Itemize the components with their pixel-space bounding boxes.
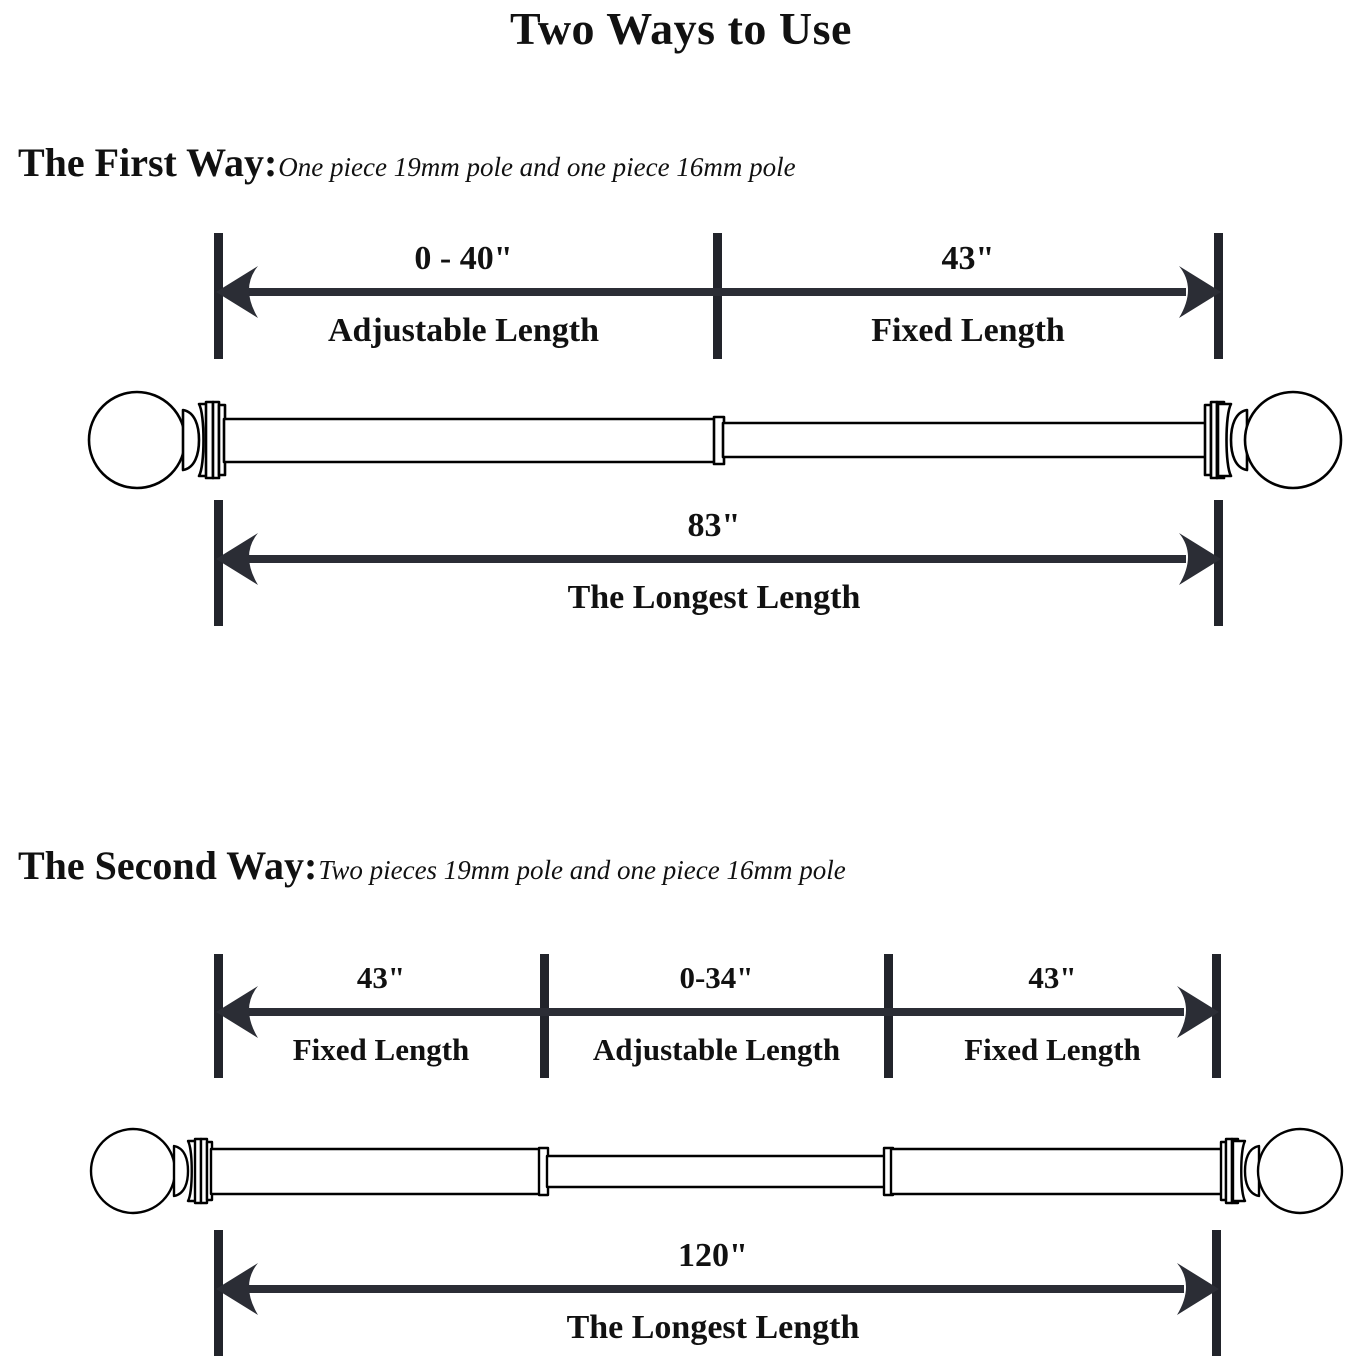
- tick-mark-icon: [1212, 1230, 1221, 1356]
- dimension-caption: Adjustable Length: [327, 312, 600, 349]
- dimension-caption: Fixed Length: [292, 1032, 470, 1067]
- curtain-rod-icon: [0, 1100, 1362, 1225]
- second-way-top-dimensions: 43" Fixed Length 0-34" Adjustable Length…: [0, 948, 1362, 1088]
- arrow-left-icon: [214, 264, 260, 320]
- tick-mark-icon: [1212, 954, 1221, 1078]
- dimension-value: 120": [678, 1237, 748, 1274]
- tick-mark-icon: [1214, 233, 1223, 359]
- tick-mark-icon: [214, 954, 223, 1078]
- dimension-line: [246, 1008, 1184, 1016]
- arrow-right-icon: [1177, 264, 1223, 320]
- first-way-total-dimension: 83" The Longest Length: [0, 490, 1362, 630]
- dimension-value: 43": [356, 960, 406, 995]
- dimension-caption: Fixed Length: [871, 312, 1065, 349]
- dimension-line: [246, 288, 1186, 296]
- dimension-caption: The Longest Length: [567, 579, 861, 616]
- dimension-caption: Fixed Length: [964, 1032, 1141, 1067]
- dimension-value: 43": [1028, 960, 1077, 995]
- arrow-right-icon: [1175, 984, 1221, 1040]
- curtain-rod-icon: [0, 370, 1362, 515]
- arrow-left-icon: [214, 531, 260, 587]
- tick-mark-icon: [884, 954, 893, 1078]
- dimension-caption: The Longest Length: [566, 1309, 860, 1346]
- tick-mark-icon: [214, 1230, 223, 1356]
- arrow-left-icon: [214, 1261, 260, 1317]
- second-way-total-dimension: 120" The Longest Length: [0, 1228, 1362, 1368]
- tick-mark-icon: [214, 500, 223, 626]
- tick-mark-icon: [713, 233, 722, 359]
- arrow-left-icon: [214, 984, 260, 1040]
- tick-mark-icon: [1214, 500, 1223, 626]
- second-way-description: Two pieces 19mm pole and one piece 16mm …: [318, 855, 846, 885]
- tick-mark-icon: [540, 954, 549, 1078]
- dimension-line: [246, 555, 1186, 563]
- dimension-line: [246, 1285, 1184, 1293]
- second-way-label: The Second Way:: [18, 843, 318, 888]
- dimension-value: 43": [941, 240, 995, 277]
- dimension-caption: Adjustable Length: [592, 1032, 841, 1067]
- second-way-heading: The Second Way: Two pieces 19mm pole and…: [18, 842, 846, 889]
- first-way-label: The First Way:: [18, 140, 278, 185]
- first-way-description: One piece 19mm pole and one piece 16mm p…: [278, 152, 796, 182]
- arrow-right-icon: [1177, 531, 1223, 587]
- dimension-value: 0 - 40": [414, 240, 513, 277]
- dimension-value: 83": [687, 507, 741, 544]
- first-way-heading: The First Way: One piece 19mm pole and o…: [18, 139, 796, 186]
- dimension-value: 0-34": [679, 960, 754, 995]
- tick-mark-icon: [214, 233, 223, 359]
- arrow-right-icon: [1175, 1261, 1221, 1317]
- first-way-top-dimensions: 0 - 40" Adjustable Length 43" Fixed Leng…: [0, 228, 1362, 368]
- page-title: Two Ways to Use: [510, 3, 852, 54]
